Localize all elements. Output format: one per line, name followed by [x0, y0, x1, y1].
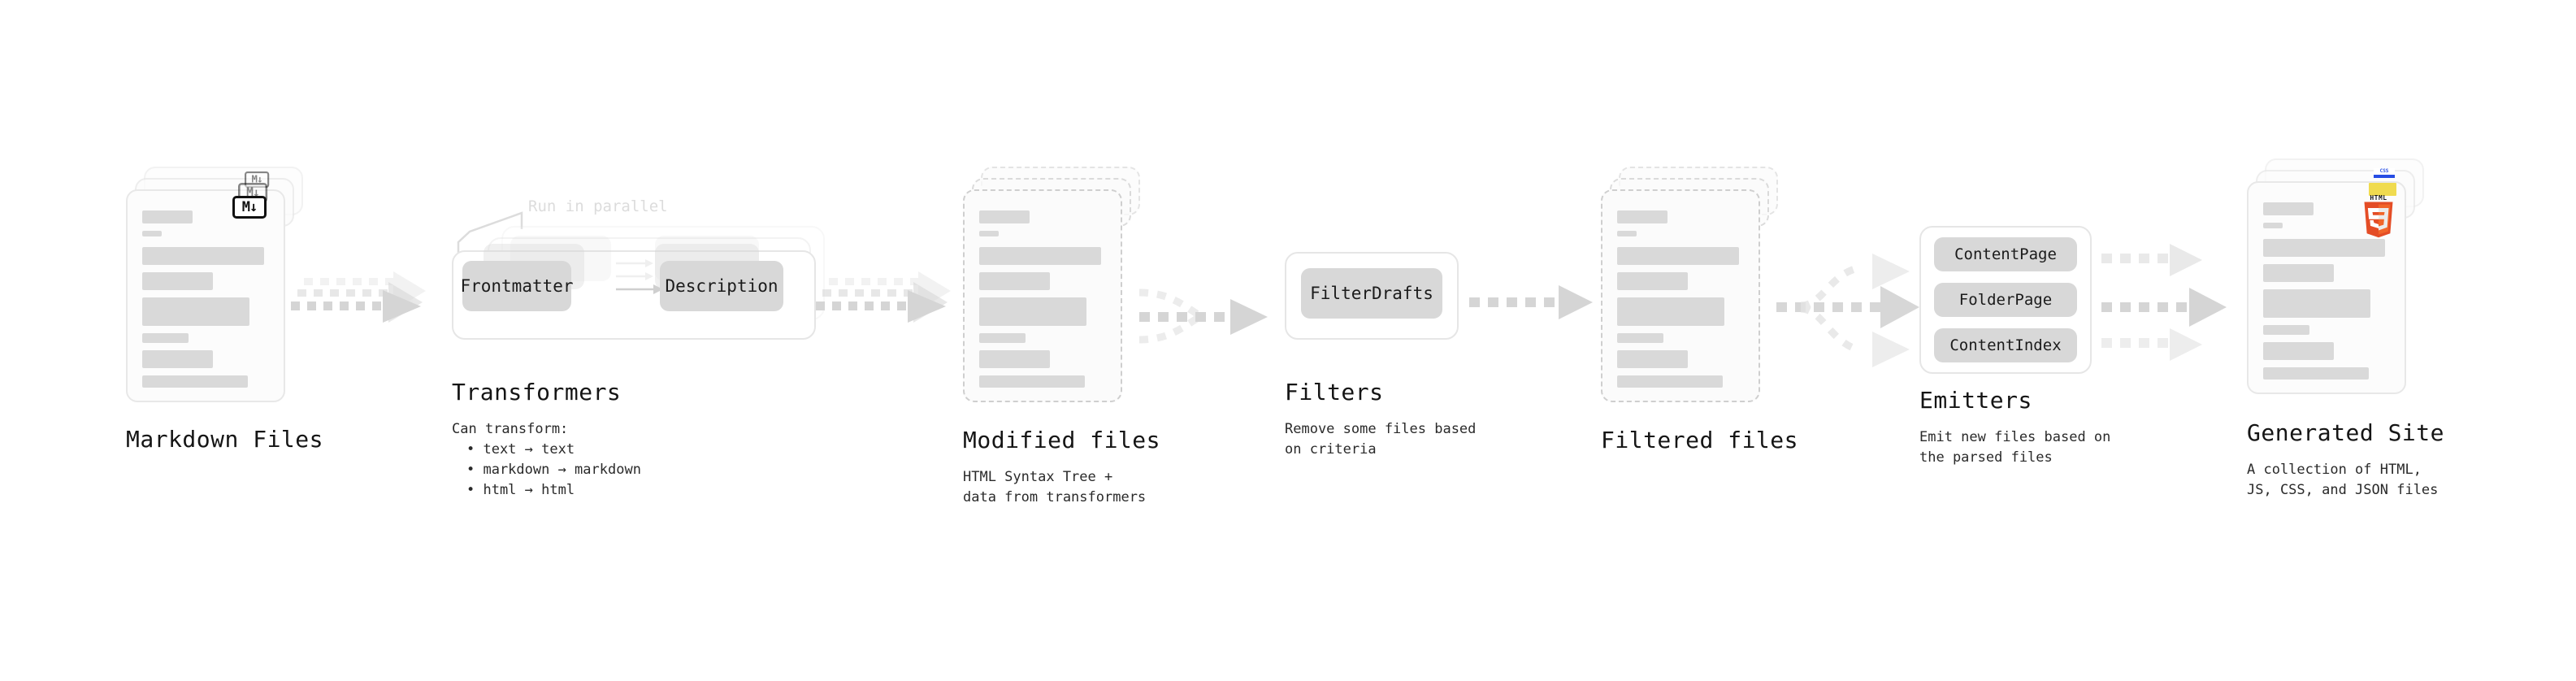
chip-filterdrafts-label: FilterDrafts	[1310, 284, 1433, 303]
transformers-desc-heading: Can transform:	[452, 421, 569, 437]
filters-desc: Remove some files based on criteria	[1285, 421, 1477, 458]
stage-title-generated-site: Generated Site	[2247, 419, 2445, 446]
chip-frontmatter-label: Frontmatter	[460, 276, 574, 296]
filtered-files-card	[1601, 167, 1778, 402]
file-skeleton-lines	[2247, 181, 2406, 394]
chip-contentpage[interactable]: ContentPage	[1934, 237, 2077, 271]
stage-title-markdown-files: Markdown Files	[126, 426, 324, 453]
run-in-parallel-label: Run in parallel	[528, 197, 668, 215]
emitters-desc: Emit new files based on the parsed files	[1919, 429, 2111, 466]
stage-title-transformers: Transformers	[452, 379, 622, 406]
css-icon-label: CSS	[2379, 168, 2389, 174]
chip-folderpage[interactable]: FolderPage	[1934, 283, 2077, 317]
modified-files-card	[963, 167, 1140, 402]
connector-emitters-to-site	[2101, 234, 2264, 388]
file-skeleton-lines	[1601, 189, 1760, 402]
bullet-html-to-html: • html → html	[466, 482, 575, 498]
generated-site-desc: A collection of HTML, JS, CSS, and JSON …	[2247, 462, 2439, 498]
stage-title-modified-files: Modified files	[963, 427, 1161, 453]
markdown-badge: M↓	[232, 196, 267, 219]
chip-filterdrafts[interactable]: FilterDrafts	[1301, 268, 1442, 319]
stage-title-filters: Filters	[1285, 379, 1384, 406]
html5-icon-label: HTML	[2370, 194, 2387, 202]
connector-modified-to-filters	[1138, 258, 1292, 364]
bullet-markdown-to-markdown: • markdown → markdown	[466, 462, 641, 478]
connector-transformers-to-modified	[816, 268, 965, 358]
stage-title-filtered-files: Filtered files	[1601, 427, 1799, 453]
connector-markdown-to-transformers	[291, 268, 440, 358]
bullet-text-to-text: • text → text	[466, 441, 575, 458]
chip-contentpage-label: ContentPage	[1954, 245, 2057, 263]
parallel-bracket	[455, 195, 561, 260]
css-icon: CSS	[2374, 168, 2395, 178]
chip-folderpage-label: FolderPage	[1958, 291, 2053, 309]
file-skeleton-lines	[963, 189, 1122, 402]
connector-filters-to-filtered	[1469, 283, 1599, 332]
connector-filtered-to-emitters	[1776, 234, 1939, 388]
chip-contentindex[interactable]: ContentIndex	[1934, 328, 2077, 362]
markdown-files-card: M↓ M↓ M↓	[126, 167, 303, 402]
markdown-badge-text: M↓	[241, 199, 258, 215]
js-icon	[2369, 183, 2396, 196]
chip-description-label: Description	[665, 276, 778, 296]
chip-frontmatter[interactable]: Frontmatter	[460, 261, 574, 311]
html5-icon: HTML	[2362, 194, 2395, 239]
file-skeleton-lines	[126, 189, 285, 402]
modified-files-desc: HTML Syntax Tree + data from transformer…	[963, 469, 1147, 505]
chip-contentindex-label: ContentIndex	[1949, 336, 2062, 354]
transformer-internal-arrows	[616, 258, 705, 315]
transformers-bullet-list: • text → text • markdown → markdown • ht…	[466, 440, 641, 501]
chip-description[interactable]: Description	[660, 261, 783, 311]
generated-site-card: CSS HTML	[2247, 158, 2424, 394]
stage-title-emitters: Emitters	[1919, 387, 2032, 414]
